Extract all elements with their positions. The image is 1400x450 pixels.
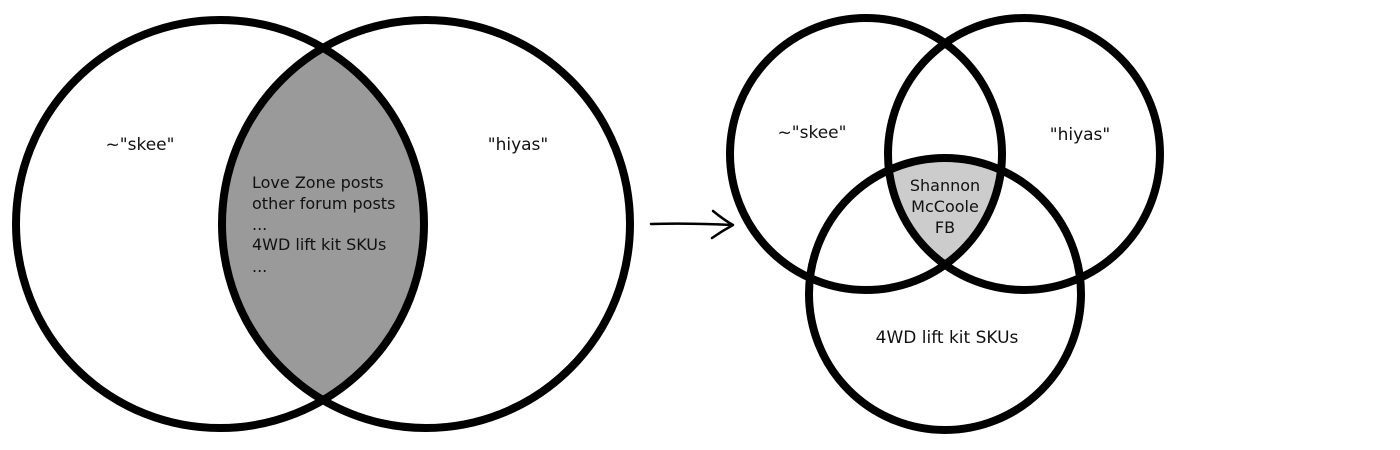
right-center-line: FB bbox=[935, 218, 955, 237]
left-intersection-line: other forum posts bbox=[252, 194, 395, 213]
left-intersection-region bbox=[222, 20, 424, 428]
right-circle-skee bbox=[726, 14, 1006, 294]
right-circle-hiyas bbox=[884, 14, 1164, 294]
left-label-skee: ~"skee" bbox=[106, 135, 175, 155]
right-label-hiyas: "hiyas" bbox=[1050, 125, 1110, 145]
right-center-line: McCoole bbox=[911, 197, 979, 216]
right-label-4wd: 4WD lift kit SKUs bbox=[876, 328, 1019, 348]
left-intersection-line: ... bbox=[252, 215, 267, 234]
left-venn: ~"skee" "hiyas" Love Zone posts other fo… bbox=[12, 16, 634, 432]
arrow-right-icon bbox=[649, 209, 735, 240]
left-circle-skee bbox=[12, 16, 428, 432]
right-circle-4wd bbox=[805, 154, 1085, 434]
right-center-line: Shannon bbox=[910, 176, 980, 195]
left-label-hiyas: "hiyas" bbox=[488, 135, 548, 155]
left-intersection-line: ... bbox=[252, 257, 267, 276]
right-label-skee: ~"skee" bbox=[778, 123, 847, 143]
left-circle-hiyas bbox=[218, 16, 634, 432]
left-intersection-line: 4WD lift kit SKUs bbox=[252, 235, 386, 254]
right-venn: ~"skee" "hiyas" 4WD lift kit SKUs Shanno… bbox=[726, 14, 1164, 434]
left-intersection-line: Love Zone posts bbox=[252, 173, 384, 192]
